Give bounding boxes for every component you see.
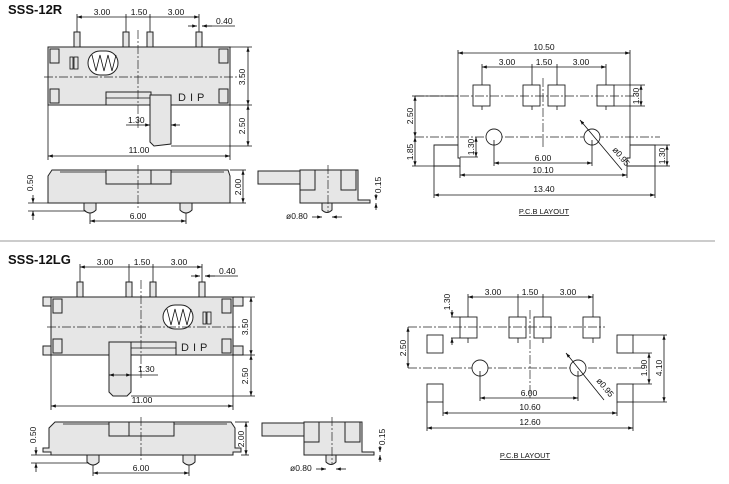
top-view: 3.00 1.50 3.00 0.40 DIP 1.30 (42, 257, 255, 410)
pcb-pad (459, 316, 478, 339)
top-view: 3.00 1.50 3.00 0.40 DIP (44, 7, 252, 160)
pcb-side-pad (616, 334, 634, 354)
pcb-inner-span: 10.60 (519, 402, 541, 412)
dim-actuator-width: 1.30 (138, 364, 155, 374)
dim-actuator-width: 1.30 (128, 115, 145, 125)
pcb-overall: 12.60 (519, 417, 541, 427)
pcb-layout: 10.50 3.00 1.50 3.00 2.50 1.85 (405, 42, 670, 216)
spring-icon (87, 50, 119, 76)
dim-post-diameter: ø0.80 (290, 463, 312, 473)
dim-height-side: 2.00 (233, 178, 243, 195)
dim-thickness: 0.15 (373, 176, 383, 193)
dim-post-spacing: 6.00 (130, 211, 147, 221)
pcb-pad-span: 4.10 (654, 359, 664, 376)
dim-actuator-travel: 2.50 (237, 117, 247, 134)
section-sss-12r: SSS-12R 3.00 1.50 3.00 0.40 DIP (8, 2, 670, 224)
pcb-side-pad-size-right: 1.30 (657, 147, 667, 164)
dim-post-spacing: 6.00 (133, 463, 150, 473)
pcb-side-pad (426, 383, 444, 403)
pcb-pad-size: 1.30 (442, 293, 452, 310)
pcb-side-pad (433, 144, 461, 167)
pcb-side-pad (626, 144, 656, 167)
pcb-layout: 3.00 1.50 3.00 1.30 2.50 (398, 287, 667, 460)
dim-pin-width: 0.40 (219, 266, 236, 276)
pin (122, 31, 130, 48)
pin (195, 31, 203, 48)
dim-pitch-3: 3.00 (171, 257, 188, 267)
dim-height-side: 2.00 (236, 430, 246, 447)
pcb-pad (547, 84, 566, 107)
pcb-hole-spacing: 6.00 (535, 153, 552, 163)
pcb-pad-size: 1.30 (631, 87, 641, 104)
dim-length: 11.00 (132, 395, 153, 405)
model-title: SSS-12R (8, 2, 63, 17)
pcb-pad (596, 84, 615, 107)
dim-pin-width: 0.40 (216, 16, 233, 26)
pcb-hole-spacing: 6.00 (521, 388, 538, 398)
model-title: SSS-12LG (8, 252, 71, 267)
dim-thickness: 0.15 (377, 428, 387, 445)
dim-standoff: 0.50 (25, 174, 35, 191)
pcb-pitch-3: 3.00 (560, 287, 577, 297)
pcb-side-pad (426, 334, 444, 354)
pcb-side-pad (616, 383, 634, 403)
pcb-pad (472, 84, 491, 107)
dim-post-diameter: ø0.80 (286, 211, 308, 221)
dim-length: 11.00 (129, 145, 150, 155)
pcb-layout-label: P.C.B LAYOUT (500, 451, 551, 460)
dim-pitch-1: 3.00 (97, 257, 114, 267)
pcb-pad (582, 316, 601, 339)
dim-actuator-travel: 2.50 (240, 367, 250, 384)
dim-height: 3.50 (237, 68, 247, 85)
pcb-row-spacing: 2.50 (405, 107, 415, 124)
dim-pitch-2: 1.50 (134, 257, 151, 267)
end-view: 0.15 ø0.80 (257, 165, 383, 221)
pin (73, 31, 81, 48)
actuator (149, 94, 172, 147)
pcb-pad (533, 316, 552, 339)
pin (146, 31, 154, 48)
pcb-pad-offset: 1.90 (639, 359, 649, 376)
actuator (108, 341, 132, 397)
pcb-pitch-2: 1.50 (536, 57, 553, 67)
end-view: 0.15 ø0.80 (261, 417, 387, 473)
dim-pitch-2: 1.50 (131, 7, 148, 17)
dip-marking: DIP (181, 342, 211, 354)
pcb-side-pad-size: 1.30 (466, 138, 476, 155)
side-view: 0.50 2.00 6.00 (25, 165, 246, 224)
pcb-pitch-1: 3.00 (485, 287, 502, 297)
dim-pitch-3: 3.00 (168, 7, 185, 17)
pcb-outer-pitch: 10.50 (533, 42, 555, 52)
dim-height: 3.50 (240, 318, 250, 335)
section-sss-12lg: SSS-12LG 3.00 1.50 3.00 0.40 DIP (8, 252, 667, 476)
pcb-offset: 1.85 (405, 143, 415, 160)
spring-icon (162, 304, 194, 330)
pcb-pad (508, 316, 527, 339)
dim-standoff: 0.50 (28, 426, 38, 443)
pcb-layout-label: P.C.B LAYOUT (519, 207, 570, 216)
side-view: 0.50 2.00 6.00 (28, 417, 249, 476)
dim-pitch-1: 3.00 (94, 7, 111, 17)
pcb-pad (522, 84, 541, 107)
pcb-hole-diameter: ø0.95 (594, 376, 616, 399)
pcb-pitch-2: 1.50 (522, 287, 539, 297)
pcb-inner-span: 10.10 (532, 165, 554, 175)
dip-marking: DIP (178, 92, 208, 104)
pcb-overall: 13.40 (533, 184, 555, 194)
pcb-pitch-3: 3.00 (573, 57, 590, 67)
pcb-pitch-1: 3.00 (499, 57, 516, 67)
pcb-row-spacing: 2.50 (398, 339, 408, 356)
